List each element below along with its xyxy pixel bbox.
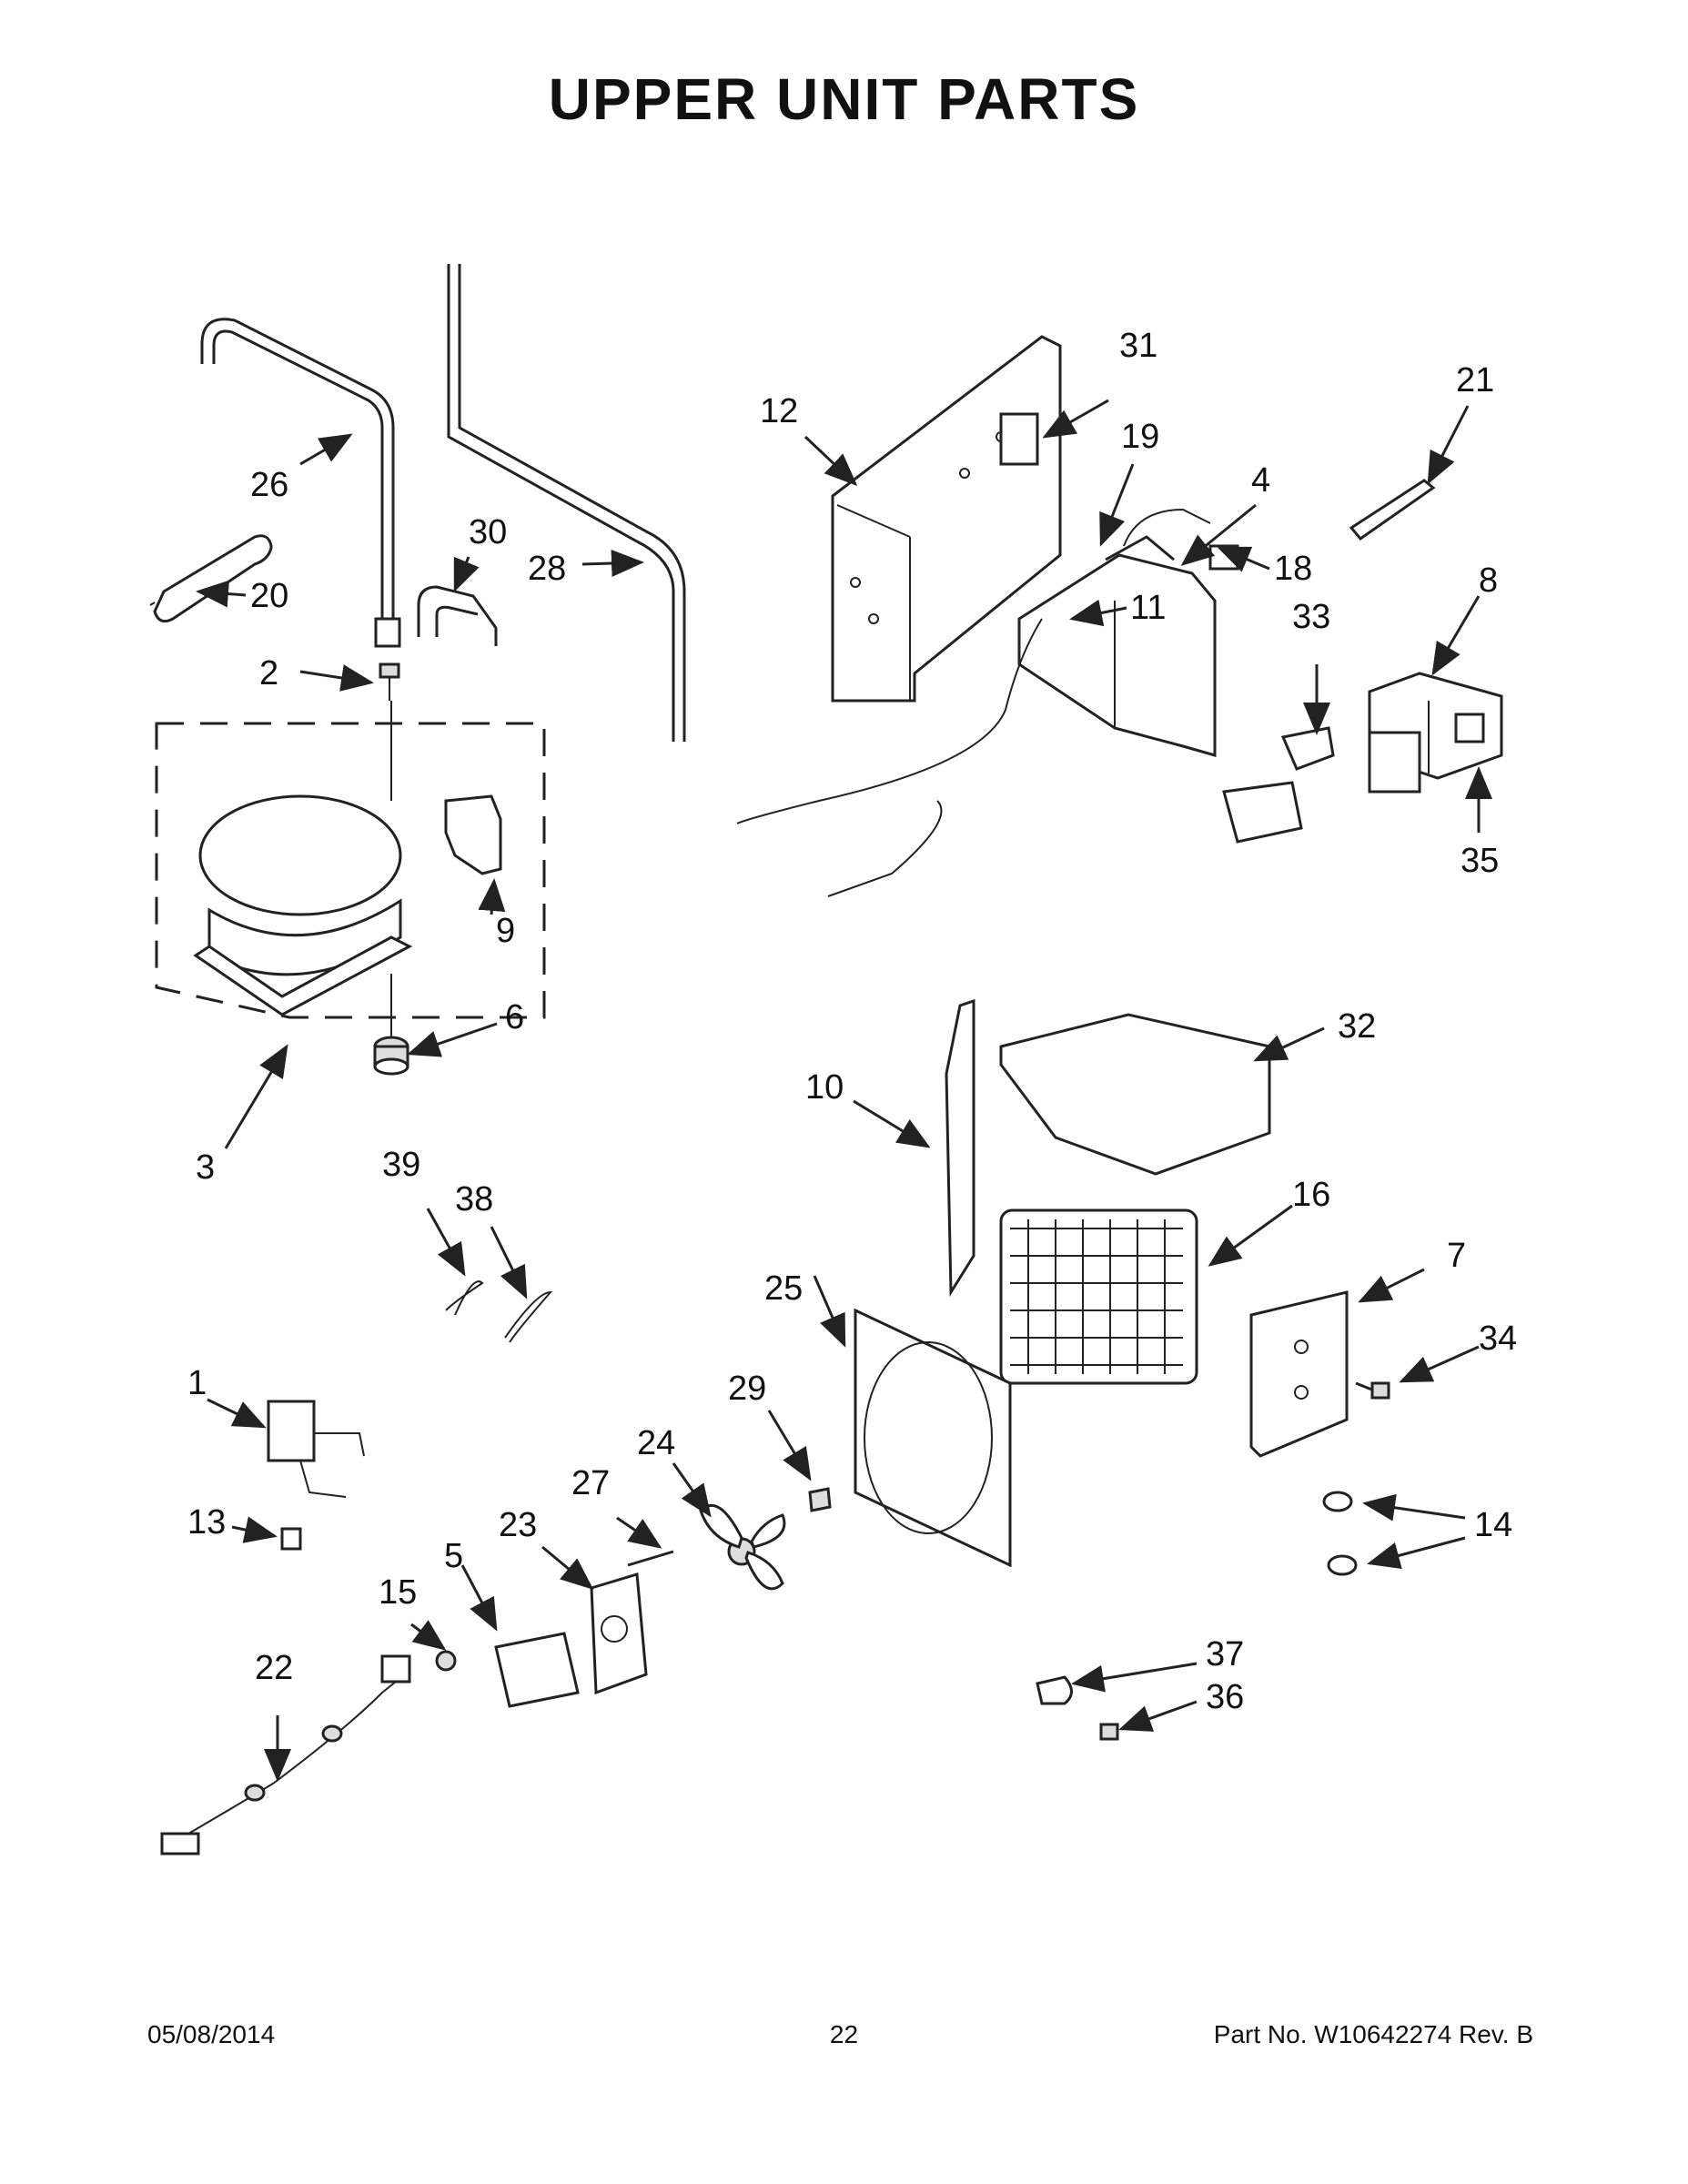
callout-39: 39 [382, 1146, 420, 1184]
leader-lines [196, 399, 1492, 1782]
callout-18: 18 [1274, 550, 1312, 588]
callout-labels: 26 20 30 28 2 9 6 3 12 31 19 4 18 11 33 … [187, 327, 1517, 1716]
callout-30: 31 [1119, 327, 1157, 365]
part-power-box [1222, 781, 1303, 844]
callout-19: 19 [1121, 418, 1159, 456]
part-14-washer-a [1322, 1491, 1353, 1512]
callout-25: 25 [764, 1269, 803, 1308]
callout-3: 3 [196, 1148, 215, 1187]
callout-32: 32 [1338, 1007, 1376, 1046]
part-10-bracket [945, 998, 975, 1298]
callout-10: 10 [805, 1068, 844, 1107]
part-2-screw [379, 662, 400, 701]
part-9-bracket [444, 794, 502, 875]
part-29-screw [808, 1487, 832, 1512]
callout-16: 16 [1292, 1176, 1330, 1214]
part-11-control-board [1017, 535, 1217, 757]
part-39-wire [445, 1280, 484, 1316]
part-23-fan-motor [590, 1572, 648, 1695]
part-25-shroud [854, 1308, 1012, 1568]
callout-37: 37 [1206, 1635, 1244, 1673]
footer-date: 05/08/2014 [147, 2020, 276, 2048]
part-19-harness [736, 618, 1043, 897]
callout-5: 5 [444, 1537, 463, 1575]
callout-31: 30 [469, 513, 507, 551]
callout-34: 34 [1479, 1320, 1517, 1358]
callout-33: 33 [1292, 598, 1330, 636]
footer-page-number: 22 [829, 2020, 859, 2048]
callout-1: 1 [187, 1364, 207, 1402]
callout-2: 2 [259, 654, 278, 693]
part-38-wire [504, 1290, 553, 1343]
callout-4: 4 [1251, 461, 1270, 500]
part-15-screw [435, 1650, 457, 1672]
part-28-tube [447, 264, 686, 742]
part-6-grommet [373, 1036, 409, 1076]
callout-28: 28 [528, 550, 566, 588]
part-24-fan-blade [699, 1503, 786, 1591]
part-7-bracket [1249, 1290, 1349, 1458]
callout-7: 7 [1447, 1237, 1466, 1275]
page-title: UPPER UNIT PARTS [548, 66, 1140, 132]
part-26-tube [200, 318, 401, 648]
callout-9: 9 [496, 912, 515, 950]
callout-11: 11 [1130, 589, 1166, 627]
part-1-relay [267, 1400, 365, 1498]
callout-6: 6 [505, 998, 524, 1036]
part-32-shroud [999, 1013, 1271, 1176]
footer-part-number: Part No. W10642274 Rev. B [1213, 2020, 1533, 2048]
callout-8: 8 [1479, 561, 1498, 600]
part-21-drier [149, 534, 273, 623]
callout-20: 21 [1456, 361, 1494, 399]
callout-35: 35 [1461, 842, 1499, 880]
part-8-box [1368, 672, 1503, 794]
callout-38: 38 [455, 1180, 493, 1218]
callout-36: 36 [1206, 1678, 1244, 1716]
part-31-hose [417, 585, 498, 646]
callout-21: 20 [250, 577, 288, 615]
part-34-screw [1355, 1381, 1390, 1400]
part-13-clip [280, 1527, 302, 1551]
part-36-screw [1099, 1723, 1119, 1741]
callout-23: 23 [499, 1506, 537, 1544]
callout-12: 12 [760, 392, 798, 430]
part-14-washer-b [1327, 1554, 1358, 1576]
callout-27: 27 [571, 1464, 610, 1502]
part-4-wire [1123, 508, 1211, 547]
part-22-harness [160, 1654, 411, 1855]
part-20-tie [1349, 479, 1436, 541]
callout-13: 13 [187, 1503, 226, 1542]
callout-15: 15 [379, 1573, 417, 1612]
part-30-switch [999, 412, 1039, 466]
part-5-bracket [494, 1632, 580, 1708]
callout-14: 14 [1474, 1506, 1512, 1544]
part-27-screw [627, 1550, 674, 1567]
callout-24: 24 [637, 1424, 675, 1462]
part-3-compressor [193, 701, 413, 1046]
part-37-clamp [1036, 1675, 1073, 1705]
part-33-plug [1280, 726, 1335, 771]
callout-26: 26 [250, 466, 288, 504]
callout-29: 29 [728, 1370, 766, 1408]
part-16-condenser [999, 1208, 1198, 1385]
part-3-compressor-box [155, 722, 546, 1019]
callout-22: 22 [255, 1649, 293, 1687]
